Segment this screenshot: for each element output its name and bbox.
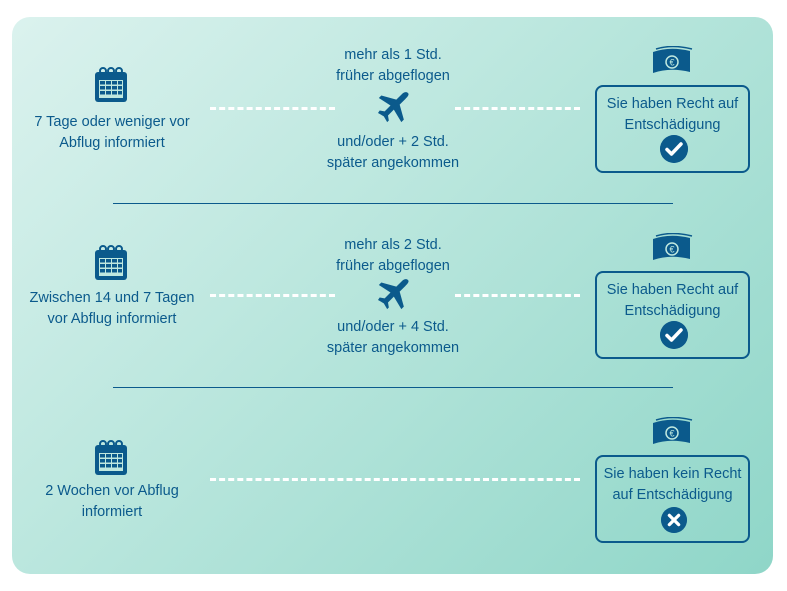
calendar-icon	[95, 440, 127, 475]
result-box: Sie haben Recht auf Entschädigung	[595, 271, 750, 359]
late-line-2: später angekommen	[326, 340, 460, 356]
airplane-icon	[378, 92, 409, 123]
airplane-icon	[378, 279, 409, 310]
dashed-connector	[210, 294, 335, 297]
x-icon	[661, 507, 687, 533]
calendar-icon	[95, 67, 127, 102]
check-icon	[660, 321, 688, 349]
late-arrival-text: und/oder + 2 Std. später angekommen	[293, 132, 493, 174]
dashed-connector	[455, 294, 580, 297]
row-1: 7 Tage oder weniger vor Abflug informier…	[0, 0, 787, 180]
notice-period-text: 2 Wochen vor Abflug informiert	[45, 483, 179, 520]
euro-money-icon: €	[653, 417, 693, 444]
row-3: 2 Wochen vor Abflug informiert € Sie hab…	[0, 360, 787, 543]
result-text: Sie haben kein Recht auf Entschädigung	[603, 466, 742, 503]
result-text: Sie haben Recht auf Entschädigung	[606, 282, 739, 319]
dashed-connector	[455, 107, 580, 110]
divider	[113, 387, 673, 388]
divider	[113, 203, 673, 204]
euro-money-icon: €	[653, 46, 693, 73]
dashed-connector	[210, 478, 580, 481]
notice-period-text: 7 Tage oder weniger vor Abflug informier…	[34, 114, 190, 151]
early-departure-text: mehr als 2 Std. früher abgeflogen	[293, 235, 493, 277]
early-line-2: früher abgeflogen	[336, 258, 450, 274]
early-departure-text: mehr als 1 Std. früher abgeflogen	[293, 45, 493, 87]
late-line-1: und/oder + 4 Std.	[337, 319, 449, 335]
early-line-1: mehr als 1 Std.	[344, 47, 442, 63]
calendar-icon	[95, 245, 127, 280]
row-2: Zwischen 14 und 7 Tagen vor Abflug infor…	[0, 180, 787, 360]
late-line-1: und/oder + 2 Std.	[337, 134, 449, 150]
result-box: Sie haben kein Recht auf Entschädigung	[595, 455, 750, 543]
late-arrival-text: und/oder + 4 Std. später angekommen	[293, 317, 493, 359]
check-icon	[660, 135, 688, 163]
notice-period-text: Zwischen 14 und 7 Tagen vor Abflug infor…	[29, 290, 195, 327]
early-line-1: mehr als 2 Std.	[344, 237, 442, 253]
svg-text:€: €	[669, 245, 674, 255]
late-line-2: später angekommen	[326, 155, 460, 171]
early-line-2: früher abgeflogen	[336, 68, 450, 84]
result-text: Sie haben Recht auf Entschädigung	[606, 96, 739, 133]
svg-text:€: €	[669, 429, 674, 439]
result-box: Sie haben Recht auf Entschädigung	[595, 85, 750, 173]
svg-text:€: €	[669, 58, 674, 68]
euro-money-icon: €	[653, 233, 693, 260]
dashed-connector	[210, 107, 335, 110]
